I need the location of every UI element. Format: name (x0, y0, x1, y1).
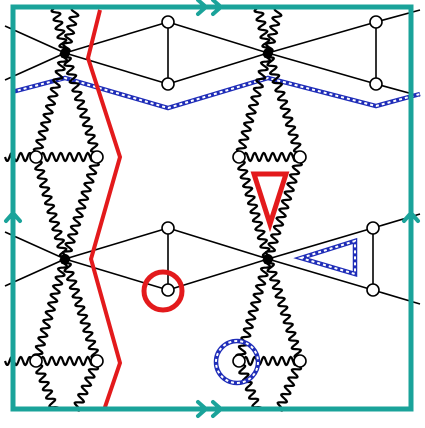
wavy-edge (263, 52, 305, 159)
red-circle-marker (141, 269, 185, 313)
wavy-edge (61, 155, 101, 261)
node (369, 77, 383, 91)
lattice-nodes (29, 15, 383, 368)
node (366, 283, 380, 297)
node (366, 221, 380, 235)
red-zigzag-path (85, 9, 123, 411)
wavy-edge (50, 7, 70, 55)
bottom-double-arrow-icon (196, 400, 223, 418)
wavy-edge (60, 258, 102, 361)
wavy-edge (264, 6, 283, 54)
node (29, 354, 43, 368)
wavy-edge (234, 360, 263, 410)
dashed-zigzag-path (11, 75, 421, 111)
wavy-edge (263, 258, 305, 361)
wavy-edge (276, 359, 303, 412)
node (293, 150, 307, 164)
wavy-edge (34, 355, 98, 367)
wavy-edge (34, 151, 98, 163)
blue-dashed-triangle-marker (293, 237, 358, 278)
lattice-junctions (60, 48, 273, 264)
wavy-edge (31, 156, 70, 259)
node (29, 150, 43, 164)
wavy-edge (60, 52, 102, 159)
junction-dot (263, 254, 273, 264)
node (161, 15, 175, 29)
wavy-edge (31, 360, 60, 410)
wavy-edge (234, 156, 273, 259)
node (161, 77, 175, 91)
red-triangle-marker (250, 171, 290, 233)
node (369, 15, 383, 29)
wavy-edges (3, 6, 305, 412)
junction-dot (60, 254, 70, 264)
frame-arrows (4, 0, 420, 418)
wavy-edge (237, 355, 301, 367)
right-up-arrow-icon (402, 211, 420, 223)
node (90, 150, 104, 164)
node (293, 354, 307, 368)
wavy-edge (32, 257, 69, 363)
junction-dot (263, 48, 273, 58)
left-up-arrow-icon (4, 211, 22, 223)
junction-dot (60, 48, 70, 58)
wavy-edge (235, 51, 272, 159)
node (161, 221, 175, 235)
periodic-frame (10, 4, 414, 412)
node (232, 150, 246, 164)
node (232, 354, 246, 368)
node (161, 283, 175, 297)
wavy-edge (253, 7, 273, 55)
wavy-edge (237, 151, 301, 163)
blue-dashed-circle-marker (213, 338, 261, 386)
node (90, 354, 104, 368)
wavy-edge (32, 51, 69, 159)
wavy-edge (73, 359, 100, 412)
wavy-edge (61, 6, 80, 54)
top-double-arrow-icon (196, 0, 223, 16)
wavy-edge (264, 155, 304, 261)
